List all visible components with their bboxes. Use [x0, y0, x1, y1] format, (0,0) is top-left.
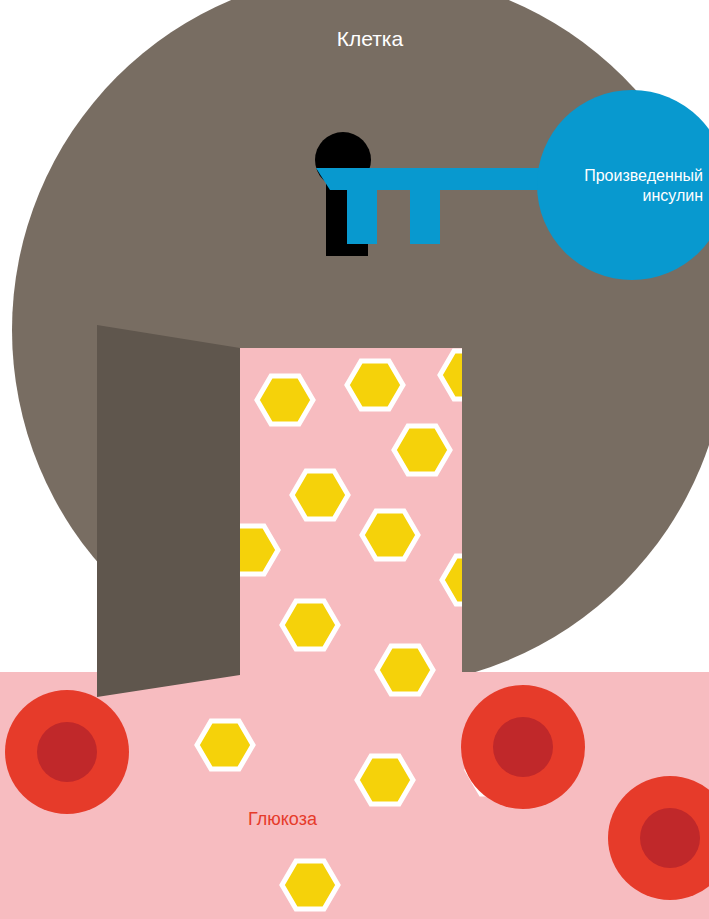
node-label: Произведенный инсулин [557, 166, 703, 206]
blood-band: Глюкоза [0, 672, 709, 919]
node-label: Клетка [12, 26, 709, 51]
node-label: Глюкоза [248, 808, 448, 830]
